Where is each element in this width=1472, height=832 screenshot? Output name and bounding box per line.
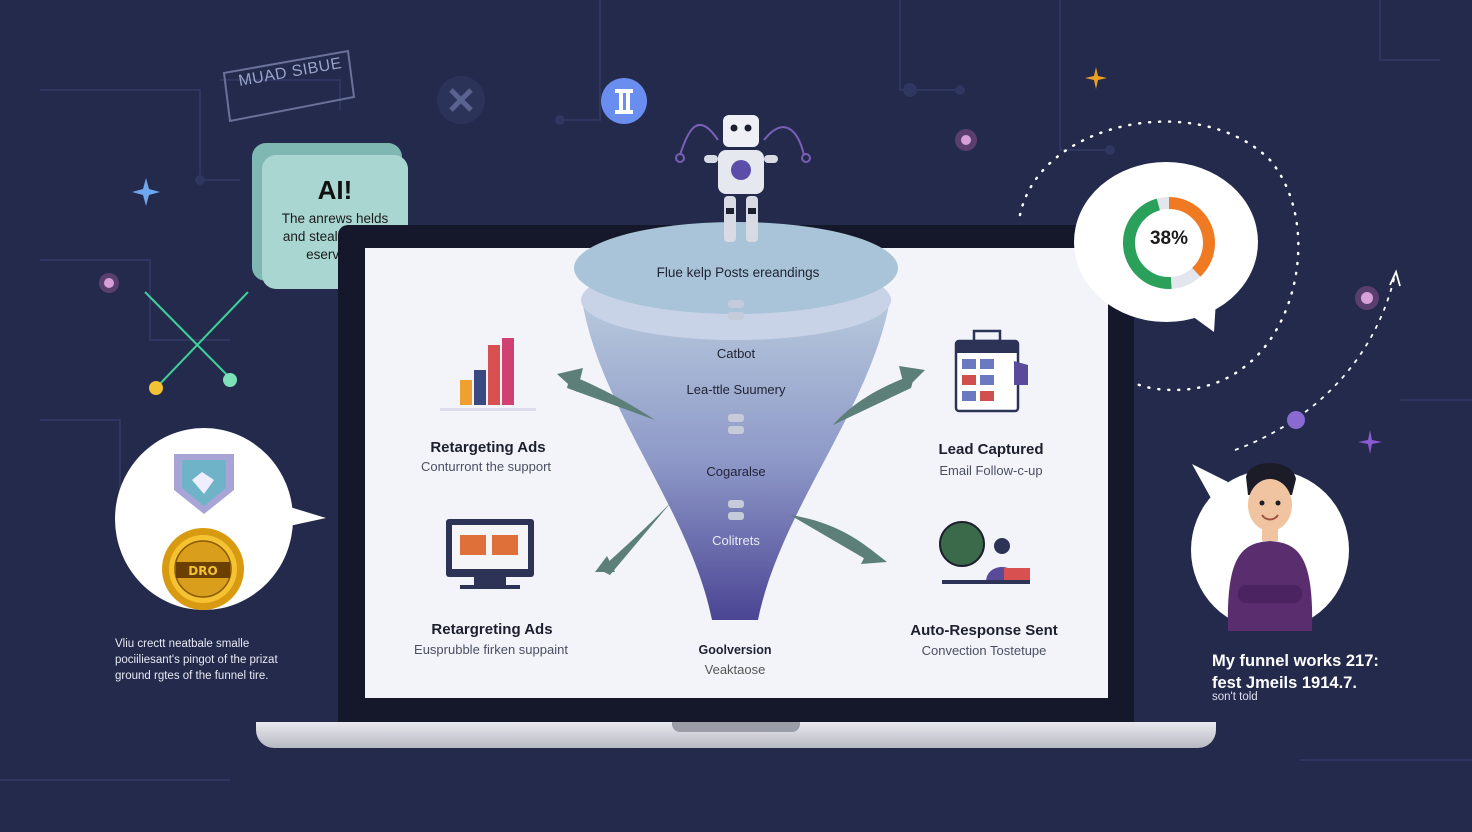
small-dot-icon <box>1355 286 1379 310</box>
funnel-top-label: Flue kelp Posts ereandings <box>656 265 820 280</box>
funnel-bottom-title: Goolversion <box>698 643 772 657</box>
person-chat-icon <box>939 521 1030 584</box>
flow-arrows <box>557 366 925 575</box>
badge-text: DRO <box>188 564 217 578</box>
gauge-bubble <box>1074 162 1258 322</box>
sparkle-icon <box>1085 67 1107 89</box>
person-bubble-tail <box>1192 464 1228 500</box>
node-sub-bottom-left: Eusprubble firken suppaint <box>414 642 568 657</box>
node-sub-top-left: Conturront the support <box>420 459 552 474</box>
left-caption: Vliu crectt neatbale smalle pociiliesant… <box>115 638 278 682</box>
calendar-icon <box>954 329 1028 413</box>
gauge-bubble-tail <box>1170 300 1216 332</box>
gauge-label: 38% <box>1149 228 1189 249</box>
node-sub-top-right: Email Follow-c-up <box>939 463 1043 478</box>
funnel-stage-3: Cogaralse <box>706 464 766 479</box>
person-avatar-icon <box>1227 463 1313 631</box>
node-title-top-left: Retargeting Ads <box>430 439 546 456</box>
sparkle-icon <box>132 178 160 206</box>
node-title-bottom-left: Retargreting Ads <box>431 621 553 638</box>
sign-board <box>222 49 356 123</box>
right-caption-sub: son't told <box>1212 691 1258 703</box>
node-title-top-right: Lead Captured <box>938 441 1044 458</box>
sales-funnel <box>574 222 898 620</box>
funnel-stage-2: Lea-ttle Suumery <box>686 382 786 397</box>
laptop-notch <box>672 722 800 732</box>
right-caption-main: My funnel works 217: fest Jmeils 1914.7. <box>1212 652 1379 692</box>
bars-icon <box>601 78 647 124</box>
gauge-arc-orange <box>1123 197 1215 289</box>
funnel-stage-1: Catbot <box>716 346 756 361</box>
x-icon <box>437 76 485 124</box>
small-dot-icon <box>99 273 119 293</box>
robot-icon <box>675 115 811 242</box>
node-title-bottom-right: Auto-Response Sent <box>910 622 1058 639</box>
node-sub-bottom-right: Convection Tostetupe <box>921 643 1047 658</box>
gauge-ring <box>1123 197 1215 289</box>
small-dot-icon <box>955 129 977 151</box>
funnel-stage-4: Colitrets <box>712 533 760 548</box>
gold-badge-icon: DRO <box>162 528 244 610</box>
funnel-bottom-sub: Veaktaose <box>704 662 766 677</box>
badge-bubble-tail <box>280 504 326 528</box>
bar-chart-icon <box>440 338 536 411</box>
shield-icon <box>174 454 234 514</box>
ai-bubble-title: AI! <box>317 175 353 205</box>
monitor-icon <box>446 519 534 589</box>
sparkle-icon <box>1358 430 1382 454</box>
